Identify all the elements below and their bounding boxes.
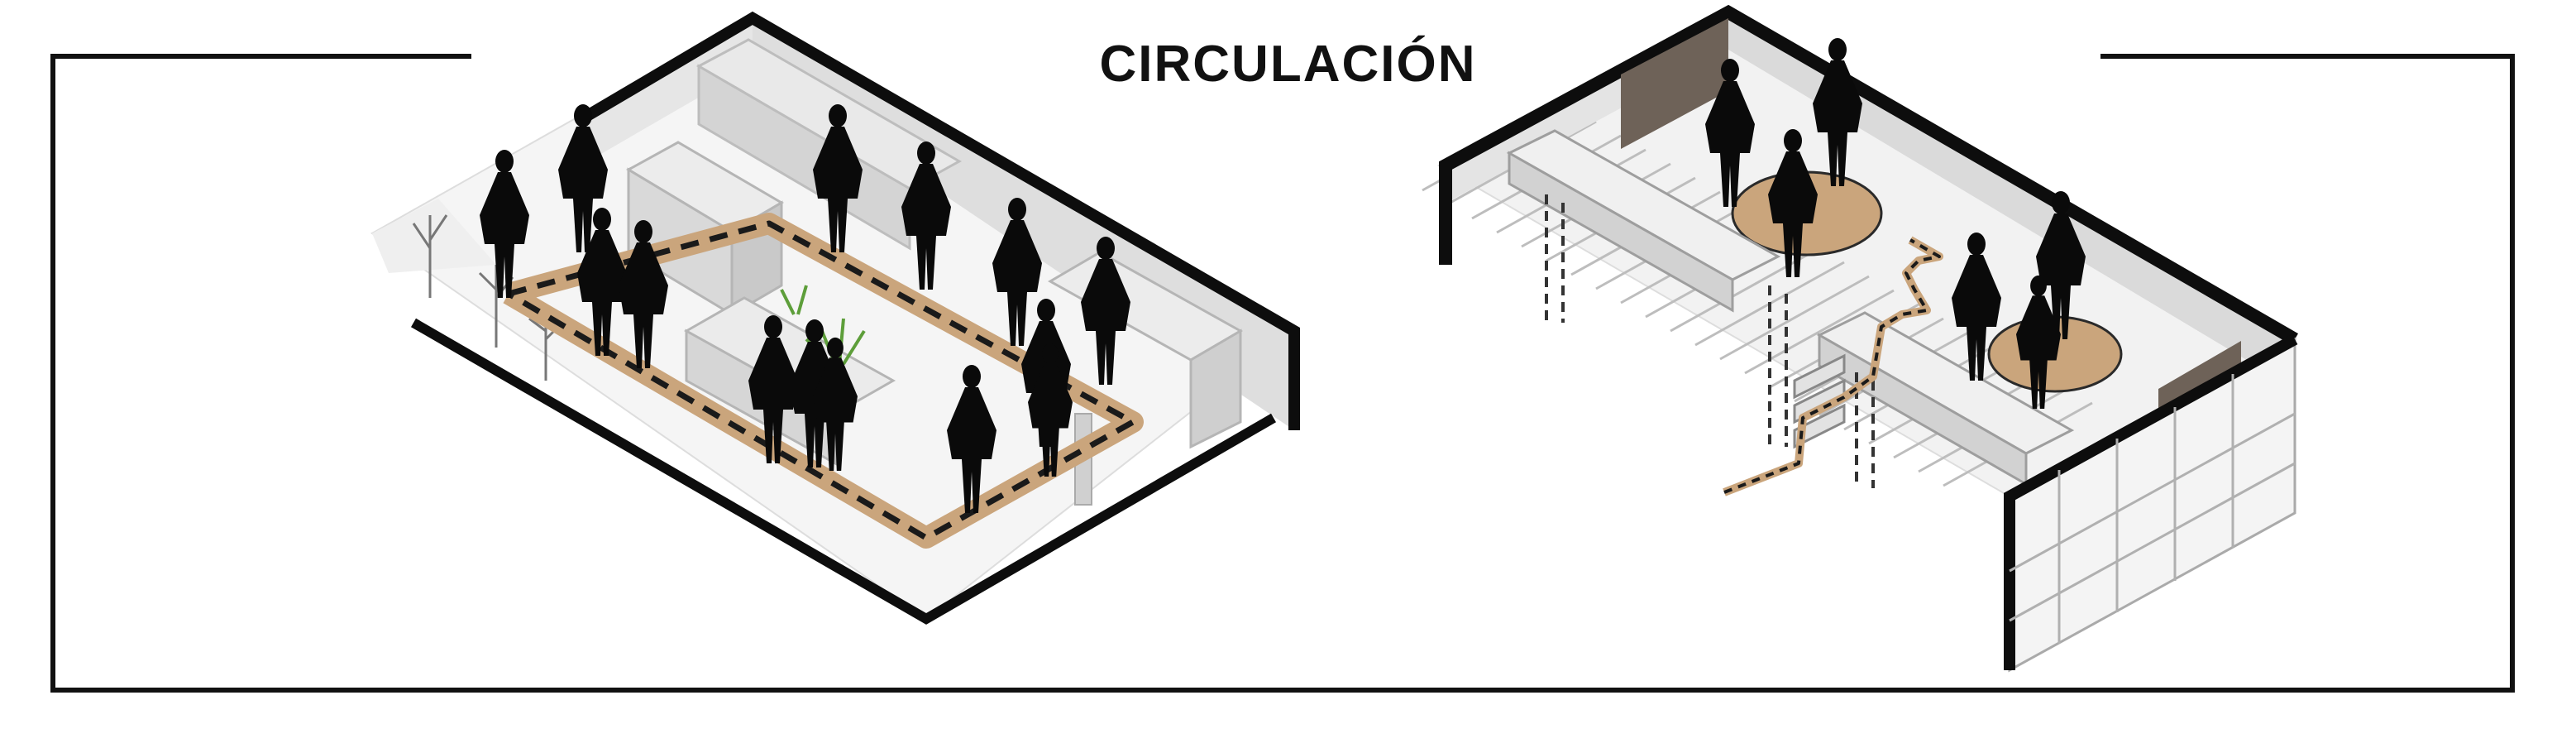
person-silhouette — [901, 141, 951, 290]
right-people — [1705, 38, 2086, 409]
right-wall-edge — [1439, 4, 2298, 345]
person-silhouette — [813, 337, 858, 471]
page-frame — [50, 54, 2515, 693]
right-side-wall — [1728, 12, 2295, 389]
person-silhouette — [619, 220, 668, 368]
right-facade-edge — [2004, 333, 2298, 670]
right-upper-bench-front — [1508, 151, 1734, 313]
left-wall-edge — [584, 11, 1300, 430]
right-wood-panel-2 — [2158, 341, 2241, 412]
person-silhouette — [577, 208, 627, 356]
person-silhouette — [2036, 191, 2086, 339]
right-facade — [2004, 333, 2298, 673]
person-silhouette — [1813, 38, 1862, 186]
page-title: CIRCULACIÓN — [1099, 36, 1477, 93]
person-silhouette — [1028, 343, 1073, 477]
right-wood-panel — [1621, 18, 1728, 149]
left-people — [480, 104, 1130, 513]
left-right-counter-front — [1189, 328, 1242, 449]
person-silhouette — [1952, 233, 2001, 381]
floor-slat — [1719, 275, 1870, 361]
person-silhouette — [558, 104, 608, 252]
person-silhouette — [992, 198, 1042, 346]
person-silhouette — [2016, 275, 2061, 409]
person-silhouette — [813, 104, 863, 252]
person-silhouette — [1705, 59, 1755, 207]
person-silhouette — [748, 315, 798, 463]
person-silhouette — [1081, 237, 1130, 385]
left-circulation-dashes — [507, 220, 1136, 541]
person-silhouette — [480, 150, 529, 298]
right-room — [1422, 4, 2298, 673]
left-slab-edge — [410, 318, 1277, 625]
person-silhouette — [1768, 129, 1818, 277]
left-back-wall — [587, 18, 753, 157]
person-silhouette — [947, 365, 996, 513]
right-circulation-dashes — [1723, 238, 1941, 494]
left-room — [370, 11, 1300, 625]
frame-left-segment — [50, 54, 2515, 693]
